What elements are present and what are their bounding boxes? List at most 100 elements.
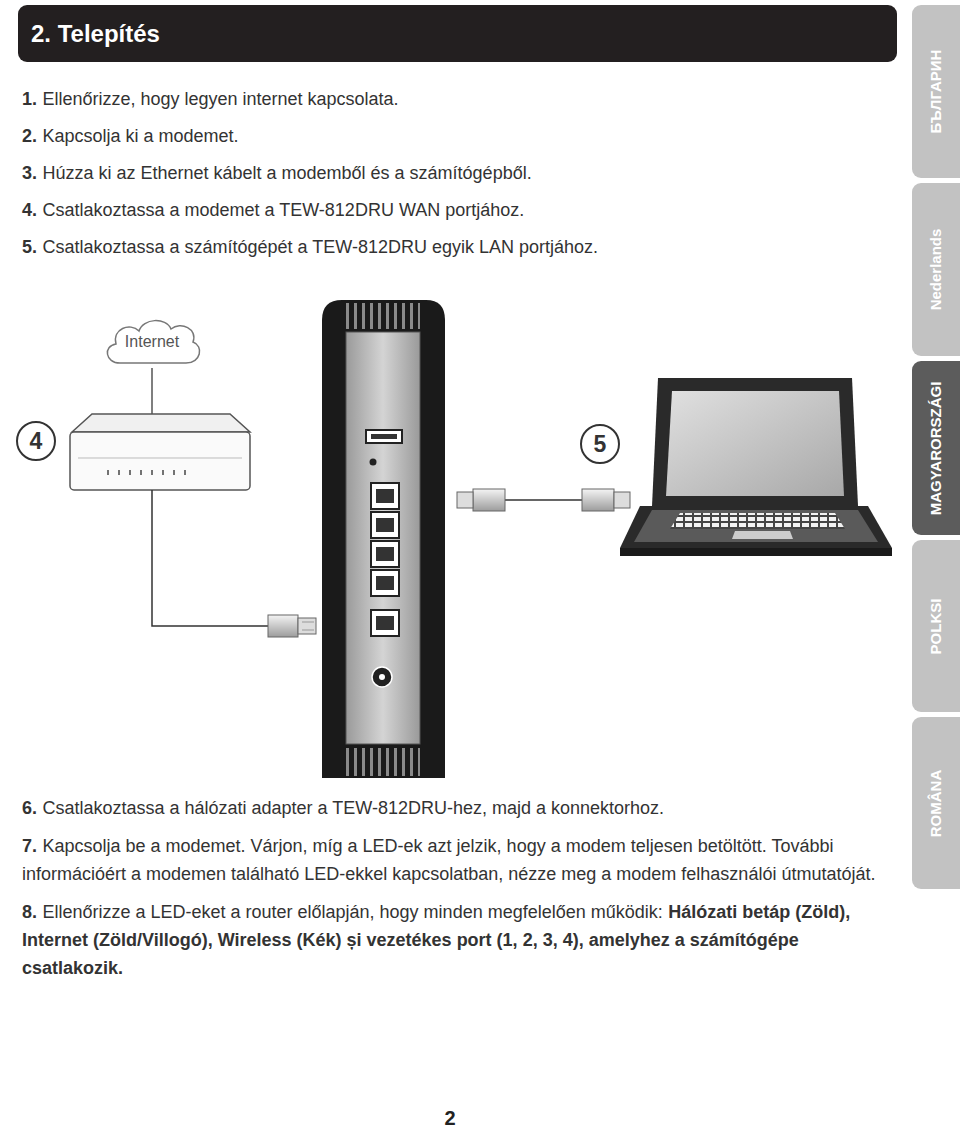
step-text: Csatlakoztassa a hálózati adapter a TEW-… xyxy=(42,798,664,818)
modem-part-part xyxy=(140,470,142,475)
node-label: MAGYARORSZÁGI xyxy=(928,381,945,515)
step-text: Csatlakoztassa a számítógépét a TEW-812D… xyxy=(42,237,598,257)
node-label: Nederlands xyxy=(928,229,945,311)
laptop-part xyxy=(620,548,892,556)
modem-part-part xyxy=(151,470,153,475)
step-number: 1. xyxy=(22,89,37,109)
modem-cable-part xyxy=(298,618,316,634)
step-list: 1.Ellenőrizze, hogy legyen internet kapc… xyxy=(22,85,902,270)
step-text: Kapcsolja be a modemet. Várjon, míg a LE… xyxy=(22,836,875,884)
step-number: 7. xyxy=(22,836,37,856)
node-label: 5 xyxy=(594,431,607,458)
install-step: 4.Csatlakoztassa a modemet a TEW-812DRU … xyxy=(22,196,902,224)
language-tab: Nederlands xyxy=(912,183,960,356)
node-label: БЪЛГАРИН xyxy=(928,50,945,134)
modem-part xyxy=(72,414,250,432)
node-label: Internet xyxy=(125,333,179,351)
modem-part-part xyxy=(162,470,164,475)
internet-wire xyxy=(152,368,153,414)
router-part-part xyxy=(376,518,394,532)
router-part-part xyxy=(371,483,399,509)
node-label: POLKSI xyxy=(928,598,945,654)
modem-part-part xyxy=(107,470,109,475)
internet-cloud: Internet xyxy=(100,315,204,368)
laptop-cable-part xyxy=(582,489,614,511)
router-part xyxy=(379,674,385,680)
router-part xyxy=(322,300,445,778)
page-title: 2. Telepítés xyxy=(31,20,160,48)
modem-cable-part xyxy=(302,622,314,623)
router-part-part xyxy=(376,489,394,503)
callout-number: 4 xyxy=(16,421,56,461)
step-text: Csatlakoztassa a modemet a TEW-812DRU WA… xyxy=(42,200,524,220)
step-text: Húzza ki az Ethernet kábelt a modemből é… xyxy=(42,163,531,183)
router-part-part xyxy=(371,512,399,538)
laptop-cable-part xyxy=(505,499,582,501)
router-part-part xyxy=(376,547,394,561)
language-tab: MAGYARORSZÁGI xyxy=(912,361,960,535)
modem-part-part xyxy=(129,470,131,475)
router-part-part xyxy=(371,541,399,567)
laptop-part xyxy=(732,531,793,539)
laptop-part xyxy=(670,513,845,529)
step-number: 3. xyxy=(22,163,37,183)
step-number: 2. xyxy=(22,126,37,146)
modem-part xyxy=(108,470,185,475)
step-number: 8. xyxy=(22,902,37,922)
laptop-part xyxy=(666,391,844,496)
step-list: 6.Csatlakoztassa a hálózati adapter a TE… xyxy=(22,794,896,992)
install-step: 6.Csatlakoztassa a hálózati adapter a TE… xyxy=(22,794,896,822)
router xyxy=(322,300,445,778)
modem-part xyxy=(70,432,250,490)
node-label: 4 xyxy=(30,428,43,455)
router-part-part xyxy=(371,570,399,596)
cloud-shape xyxy=(107,321,199,363)
internet-wire-part xyxy=(151,368,153,414)
modem-part xyxy=(78,458,242,459)
router-part xyxy=(371,434,397,439)
step-number: 6. xyxy=(22,798,37,818)
modem-part-part xyxy=(118,470,120,475)
router-part-part xyxy=(376,616,394,630)
step-text: Ellenőrizze, hogy legyen internet kapcso… xyxy=(42,89,398,109)
laptop-cable-part xyxy=(457,492,473,508)
modem-cable-part xyxy=(152,490,268,626)
language-tab: БЪЛГАРИН xyxy=(912,5,960,178)
router-part xyxy=(371,483,399,636)
step-number: 5. xyxy=(22,237,37,257)
router-part xyxy=(366,430,402,443)
modem-cable-part xyxy=(268,615,298,637)
laptop-part xyxy=(620,506,892,548)
language-tab: POLKSI xyxy=(912,540,960,712)
router-part xyxy=(372,667,392,687)
install-step: 5.Csatlakoztassa a számítógépét a TEW-81… xyxy=(22,233,902,261)
router-part-part xyxy=(376,576,394,590)
modem-part-part xyxy=(184,470,186,475)
modem-part-part xyxy=(173,470,175,475)
router-part xyxy=(346,303,420,329)
step-number: 4. xyxy=(22,200,37,220)
laptop-cable-part xyxy=(614,492,630,508)
install-step: 3.Húzza ki az Ethernet kábelt a modemből… xyxy=(22,159,902,187)
title-band: 2. Telepítés xyxy=(18,5,897,62)
router-part-part xyxy=(371,610,399,636)
install-step: 1.Ellenőrizze, hogy legyen internet kapc… xyxy=(22,85,902,113)
step-text: Ellenőrizze a LED-eket a router előlapjá… xyxy=(42,902,662,922)
install-step: 8.Ellenőrizze a LED-eket a router előlap… xyxy=(22,898,896,982)
laptop-part xyxy=(634,510,878,542)
router-part xyxy=(346,332,420,744)
page-number: 2 xyxy=(444,1107,455,1130)
router-part xyxy=(346,748,420,776)
modem-cable-part xyxy=(302,630,314,631)
install-step: 2.Kapcsolja ki a modemet. xyxy=(22,122,902,150)
router-part xyxy=(370,459,377,466)
callout-number: 5 xyxy=(580,424,620,464)
laptop-cable xyxy=(457,489,630,511)
laptop-cable-part xyxy=(473,489,505,511)
step-text: Kapcsolja ki a modemet. xyxy=(42,126,238,146)
node-label: ROMÂNA xyxy=(928,769,945,837)
laptop xyxy=(620,378,892,556)
laptop-part xyxy=(652,378,858,506)
modem-cable xyxy=(152,490,316,637)
